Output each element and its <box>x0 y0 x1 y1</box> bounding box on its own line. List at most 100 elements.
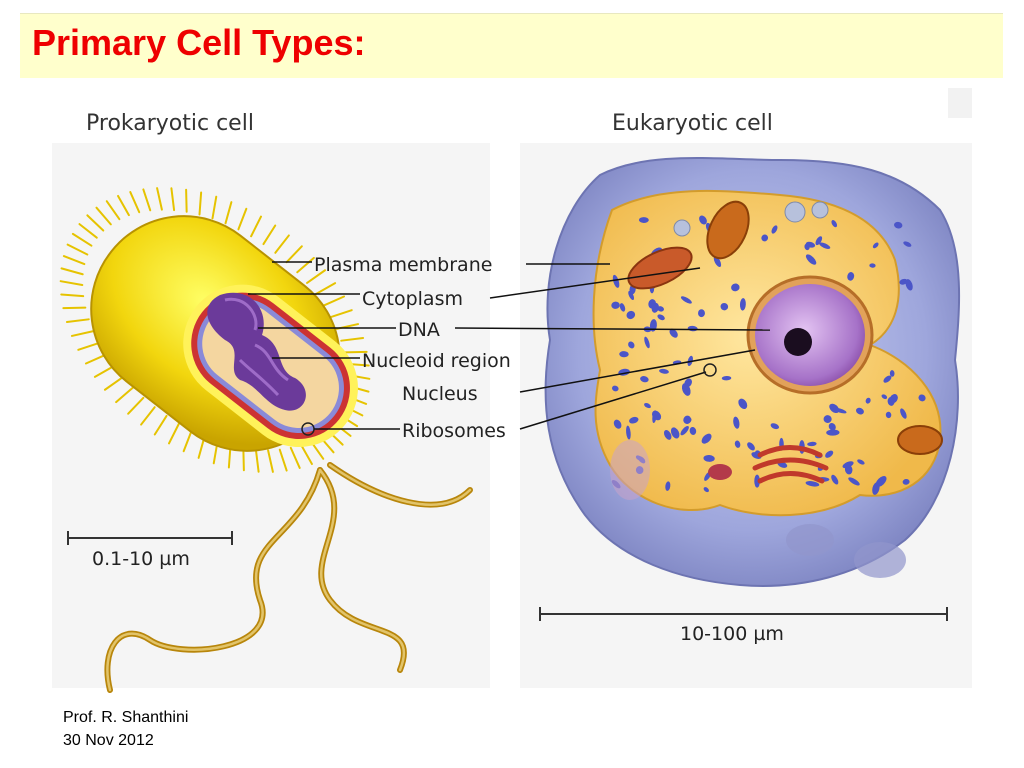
pilus <box>322 295 346 307</box>
er-fragment <box>683 415 692 424</box>
pilus <box>262 224 277 246</box>
pilus <box>289 446 301 469</box>
er-fragment <box>638 217 649 223</box>
er-fragment <box>721 375 732 381</box>
er-fragment <box>731 283 740 292</box>
er-fragment <box>826 429 840 436</box>
er-fragment <box>805 481 820 487</box>
mitochondrion-3 <box>897 425 943 455</box>
er-fragment <box>626 425 631 440</box>
er-fragment <box>831 474 839 485</box>
pilus <box>59 280 84 286</box>
pilus <box>127 396 145 415</box>
er-fragment <box>703 487 709 493</box>
pilus <box>140 406 156 426</box>
footer-date: 30 Nov 2012 <box>63 732 154 749</box>
pilus <box>129 191 141 214</box>
eukaryotic-cell-illustration <box>544 157 961 587</box>
er-fragment <box>833 407 847 414</box>
er-fragment <box>805 241 816 248</box>
prokaryote-scale-label: 0.1-10 µm <box>92 548 190 570</box>
er-fragment <box>865 397 871 404</box>
er-fragment <box>644 336 650 349</box>
er-fragment <box>680 425 689 436</box>
er-fragment <box>680 296 692 304</box>
pilus <box>60 293 85 298</box>
pilus <box>296 256 315 274</box>
er-fragment <box>698 309 705 318</box>
pilus <box>185 188 188 213</box>
er-fragment <box>612 274 620 288</box>
pilus <box>237 207 248 231</box>
pilus <box>105 200 121 221</box>
pilus <box>60 267 84 276</box>
pilus <box>62 306 87 310</box>
er-fragment <box>628 290 635 301</box>
mitochondrion-1 <box>706 200 750 260</box>
er-fragment <box>640 376 649 383</box>
er-fragment <box>626 310 636 320</box>
er-fragment <box>894 221 903 229</box>
leader-lines <box>248 261 771 430</box>
er-fragment <box>738 398 748 410</box>
er-fragment <box>657 314 665 321</box>
pilus <box>117 194 130 217</box>
er-fragment <box>648 299 656 309</box>
er-fragment <box>733 416 740 429</box>
er-fragment <box>847 272 855 281</box>
pilus <box>267 449 274 473</box>
title-bar: Primary Cell Types: <box>20 13 1003 78</box>
er-fragment <box>872 482 880 495</box>
er-fragment <box>819 242 831 249</box>
pilus <box>142 188 152 212</box>
pilus <box>66 243 89 256</box>
er-fragment <box>872 242 879 249</box>
pilus <box>70 330 95 337</box>
label-dna: DNA <box>398 319 440 341</box>
er-fragment <box>665 481 671 491</box>
label-nucleoid-region: Nucleoid region <box>362 350 511 372</box>
prokaryote-title: Prokaryotic cell <box>86 111 254 136</box>
er-fragment <box>689 426 697 435</box>
er-fragment <box>669 328 678 338</box>
label-cytoplasm: Cytoplasm <box>362 288 463 310</box>
label-plasma-membrane: Plasma membrane <box>314 254 492 276</box>
er-fragment <box>918 394 926 402</box>
er-fragment <box>805 254 817 265</box>
label-ribosomes: Ribosomes <box>402 420 506 442</box>
prokaryotic-cell-illustration <box>59 187 473 693</box>
nucleoid <box>207 292 306 411</box>
er-fragment <box>619 303 626 312</box>
pilus <box>306 269 327 284</box>
pilus <box>86 214 105 232</box>
pilus <box>300 443 313 466</box>
pilus <box>278 448 288 472</box>
er-fragment <box>613 419 622 429</box>
pilus <box>62 255 86 266</box>
eukaryote-scale-bar <box>539 607 948 621</box>
footer-author: Prof. R. Shanthini <box>63 709 189 726</box>
pilus <box>285 245 303 264</box>
er-fragment <box>644 402 651 409</box>
pilus <box>329 309 353 319</box>
er-fragment <box>670 427 680 439</box>
pilus <box>65 318 90 323</box>
er-fragment <box>770 423 779 430</box>
er-fragment <box>807 441 817 447</box>
pilus <box>211 195 218 220</box>
er-fragment <box>628 341 635 349</box>
er-fragment <box>902 478 910 485</box>
pilus <box>77 341 101 351</box>
pilus <box>93 365 116 378</box>
er-fragment <box>903 241 912 247</box>
pilus <box>340 337 365 342</box>
pilus <box>167 422 180 445</box>
pilus <box>314 282 337 295</box>
er-fragment <box>887 397 895 406</box>
er-fragment <box>825 450 834 458</box>
corner-tab <box>948 88 972 118</box>
er-fragment <box>828 423 836 431</box>
mitochondrion-2 <box>627 246 693 290</box>
er-fragment <box>739 298 746 311</box>
er-fragment <box>848 477 860 486</box>
